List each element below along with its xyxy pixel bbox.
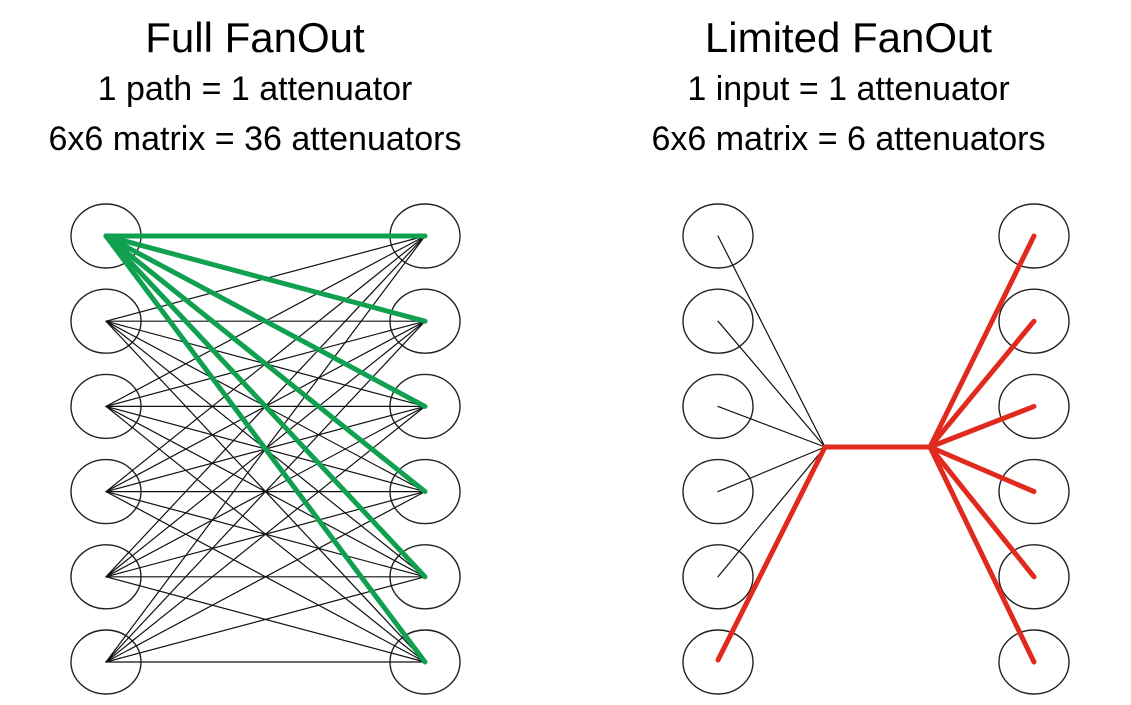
limited-input-node bbox=[682, 458, 754, 525]
full-highlight-path bbox=[103, 233, 428, 495]
limited-highlight-output bbox=[927, 403, 1037, 450]
full-fanout-line1: 1 path = 1 attenuator bbox=[97, 70, 413, 108]
limited-output-node bbox=[998, 629, 1070, 695]
limited-highlight-output bbox=[927, 233, 1037, 450]
full-highlight-path bbox=[103, 233, 428, 409]
full-fanout-title: Full FanOut bbox=[145, 14, 365, 61]
full-highlight-path bbox=[103, 233, 428, 324]
limited-input-node bbox=[682, 544, 754, 610]
limited-input-line bbox=[717, 405, 826, 448]
limited-highlight-output bbox=[927, 444, 1037, 580]
full-fanout-panel: Full FanOut 1 path = 1 attenuator 6x6 ma… bbox=[0, 0, 510, 164]
limited-fanout-line2: 6x6 matrix = 6 attenuators bbox=[651, 120, 1046, 158]
limited-output-node bbox=[998, 544, 1070, 610]
full-highlight-path bbox=[103, 233, 428, 665]
full-fanout-line2: 6x6 matrix = 36 attenuators bbox=[48, 120, 462, 158]
limited-input-node bbox=[682, 288, 754, 354]
limited-highlight-input bbox=[715, 444, 828, 663]
limited-input-node bbox=[682, 373, 754, 440]
limited-input-node bbox=[682, 203, 754, 269]
limited-highlight-output bbox=[927, 444, 1037, 665]
limited-fanout-panel: Limited FanOut 1 input = 1 attenuator 6x… bbox=[566, 0, 1131, 164]
full-highlight-path bbox=[103, 233, 428, 580]
limited-fanout-title: Limited FanOut bbox=[704, 14, 993, 61]
limited-output-node bbox=[998, 458, 1070, 525]
limited-highlight-output bbox=[927, 318, 1037, 450]
limited-output-node bbox=[998, 203, 1070, 269]
limited-input-line bbox=[717, 446, 826, 493]
limited-input-line bbox=[717, 320, 826, 448]
limited-input-line bbox=[717, 235, 826, 448]
limited-highlight-output bbox=[927, 444, 1037, 495]
limited-input-node bbox=[682, 629, 754, 695]
limited-output-node bbox=[998, 373, 1070, 440]
limited-input-line bbox=[717, 446, 826, 578]
limited-fanout-line1: 1 input = 1 attenuator bbox=[687, 70, 1010, 108]
limited-output-node bbox=[998, 288, 1070, 354]
